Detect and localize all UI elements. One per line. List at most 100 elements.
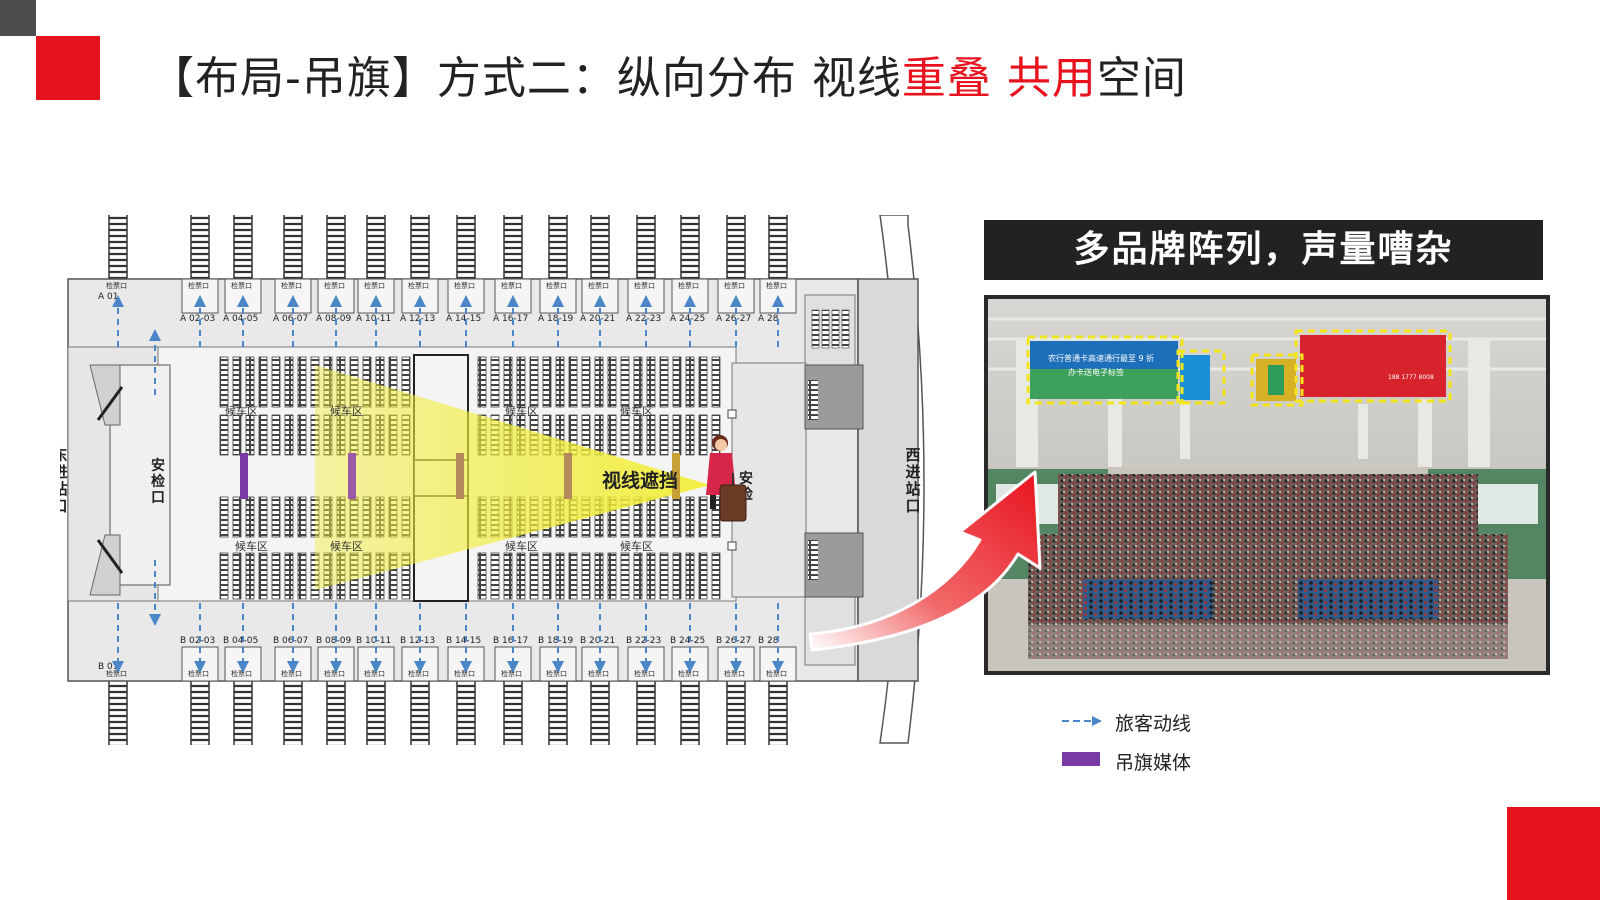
seat-row: [503, 552, 513, 600]
security-left-label: 口: [151, 490, 165, 506]
rail-track-top: [367, 215, 385, 279]
gate-tag-bottom: 检票口: [678, 669, 699, 678]
west-entrance-label: 进: [905, 463, 920, 481]
gate-label-bottom: B 04-05: [223, 636, 258, 646]
seat-row: [698, 552, 708, 600]
gate-tag-bottom: 检票口: [324, 669, 345, 678]
seat-row: [529, 356, 539, 408]
seat-row: [685, 496, 695, 538]
rail-tracks: [108, 215, 788, 745]
link-arrow: [808, 470, 1042, 652]
rail-track-bottom: [327, 681, 345, 745]
seat-row: [811, 309, 820, 349]
seat-row: [633, 552, 643, 600]
hanging-flag-1: [240, 453, 248, 499]
gate-label-top: A 01: [98, 292, 118, 302]
seat-row: [245, 552, 255, 600]
gate-label-bottom: B 10-11: [356, 636, 391, 646]
seat-row: [297, 414, 307, 456]
seat-row: [594, 552, 604, 600]
rail-track-bottom: [681, 681, 699, 745]
gate-tag-bottom: 检票口: [634, 669, 655, 678]
gate-label-bottom: B 08-09: [316, 636, 351, 646]
gate-label-bottom: B 26-27: [716, 636, 751, 646]
rail-track-top: [681, 215, 699, 279]
hanging-flag-5: [672, 453, 680, 499]
gate-label-bottom: B 22-23: [626, 636, 661, 646]
gate-tag-top: 检票口: [546, 281, 567, 290]
gate-label-bottom: B 18-19: [538, 636, 573, 646]
station-hall-photo: 农行普通卡高速通行最至 9 折 办卡送电子标签 188 1777 8008: [988, 299, 1546, 671]
gate-tag-bottom: 检票口: [501, 669, 522, 678]
waiting-area-label: 候车区: [235, 539, 268, 553]
rail-track-top: [504, 215, 522, 279]
gate-tag-bottom: 检票口: [724, 669, 745, 678]
west-entrance-label: 站: [905, 480, 920, 498]
gate-label-top: A 24-25: [670, 314, 705, 324]
seat-row: [529, 552, 539, 600]
sight-cone: [315, 365, 710, 590]
seat-row: [685, 356, 695, 408]
seat-row: [607, 552, 617, 600]
seat-row: [271, 552, 281, 600]
gate-tag-top: 检票口: [766, 281, 787, 290]
title-part-1: 【布局-吊旗】方式二：纵向分布 视线: [150, 53, 902, 104]
rail-track-bottom: [769, 681, 787, 745]
rail-track-bottom: [367, 681, 385, 745]
gate-label-top: A 04-05: [223, 314, 258, 324]
seat-row: [620, 414, 630, 456]
rail-track-top: [191, 215, 209, 279]
seat-row: [594, 414, 604, 456]
waiting-area-label: 候车区: [505, 404, 538, 418]
gate-tag-bottom: 检票口: [588, 669, 609, 678]
gate-tag-bottom: 检票口: [408, 669, 429, 678]
gate-label-top: A 28: [758, 314, 779, 324]
waiting-area-label: 候车区: [225, 404, 258, 418]
seat-row: [659, 552, 669, 600]
gate-label-top: A 22-23: [626, 314, 661, 324]
gate-tag-top: 检票口: [408, 281, 429, 290]
gate-label-top: A 14-15: [446, 314, 481, 324]
seat-row: [607, 356, 617, 408]
seat-row: [698, 414, 708, 456]
waiting-area-label: 候车区: [330, 539, 363, 553]
gate-tag-bottom: 检票口: [106, 669, 127, 678]
gate-tag-top: 检票口: [724, 281, 745, 290]
seat-row: [490, 356, 500, 408]
seat-row: [245, 356, 255, 408]
seat-row: [297, 552, 307, 600]
billboard-phone: 188 1777 8008: [1388, 374, 1434, 381]
seat-row: [685, 552, 695, 600]
gate-label-top: A 06-07: [273, 314, 308, 324]
rail-track-bottom: [549, 681, 567, 745]
rail-track-top: [637, 215, 655, 279]
hanging-flag-3: [456, 453, 464, 499]
corner-decoration-gray: [0, 0, 36, 36]
seat-row: [581, 356, 591, 408]
passenger-figure: [706, 435, 747, 522]
rail-track-top: [727, 215, 745, 279]
rail-track-bottom: [591, 681, 609, 745]
seat-row: [711, 552, 721, 600]
east-entrance-label: 进: [60, 463, 68, 481]
gate-label-top: A 10-11: [356, 314, 391, 324]
gate-tag-bottom: 检票口: [454, 669, 475, 678]
seat-row: [271, 414, 281, 456]
seat-row: [271, 356, 281, 408]
rail-track-bottom: [109, 681, 127, 745]
seat-row: [607, 414, 617, 456]
gate-tag-top: 检票口: [281, 281, 302, 290]
seat-row: [568, 356, 578, 408]
gate-label-bottom: B 28: [758, 636, 779, 646]
waiting-area-label: 候车区: [330, 404, 363, 418]
east-entrance-label: 口: [60, 497, 68, 515]
seat-row: [219, 552, 229, 600]
waiting-area-label: 候车区: [620, 404, 653, 418]
gate-label-bottom: B 12-13: [400, 636, 435, 646]
security-left-label: 安: [151, 457, 165, 474]
seat-row: [258, 552, 268, 600]
seat-row: [258, 496, 268, 538]
rail-track-top: [549, 215, 567, 279]
gate-label-top: A 18-19: [538, 314, 573, 324]
seat-row: [698, 496, 708, 538]
